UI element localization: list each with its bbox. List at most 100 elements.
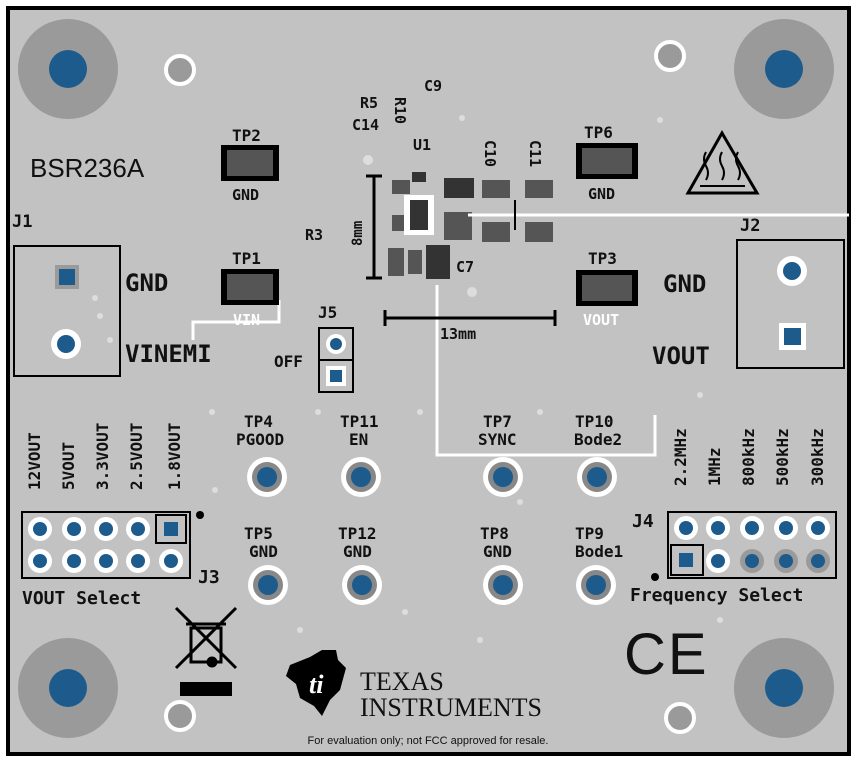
- j2-pin-square: [784, 328, 801, 345]
- crossed-bin-icon: [174, 606, 238, 670]
- svg-text:TP7: TP7: [483, 412, 512, 431]
- j5-off-label: OFF: [274, 352, 303, 371]
- ti-logo-line2: INSTRUMENTS: [360, 693, 542, 722]
- svg-text:PGOOD: PGOOD: [236, 430, 284, 449]
- testpoint-tp6[interactable]: TP6 GND: [576, 123, 638, 203]
- j2-ref: J2: [740, 216, 760, 236]
- ce-mark: CE: [624, 622, 709, 687]
- svg-text:C10: C10: [481, 140, 499, 167]
- svg-text:C14: C14: [352, 116, 379, 134]
- hot-surface-warning-icon: [685, 129, 760, 195]
- svg-text:GND: GND: [249, 542, 278, 561]
- ti-logo-line1: TEXAS: [360, 667, 444, 696]
- mounting-hole-top-right: [734, 19, 834, 119]
- vias: [92, 115, 723, 643]
- j2-pin-round: [783, 262, 801, 280]
- testpoint-tp5[interactable]: TP5 GND: [244, 524, 288, 605]
- svg-text:2.5VOUT: 2.5VOUT: [127, 423, 146, 490]
- svg-text:J5: J5: [318, 303, 337, 322]
- svg-text:GND: GND: [343, 542, 372, 561]
- svg-text:2.2MHz: 2.2MHz: [671, 428, 690, 486]
- svg-text:C7: C7: [456, 258, 474, 276]
- testpoint-tp1[interactable]: TP1 VIN: [221, 249, 279, 329]
- j1-vinemi-label: VINEMI: [125, 340, 212, 368]
- svg-text:8mm: 8mm: [350, 221, 366, 246]
- j1-pin-round: [57, 335, 75, 353]
- weee-bar: [180, 682, 232, 696]
- mounting-hole-bottom-left: [18, 638, 118, 738]
- jumper-j5[interactable]: J5 OFF: [274, 303, 354, 393]
- svg-text:SYNC: SYNC: [478, 430, 517, 449]
- svg-text:Bode2: Bode2: [574, 430, 622, 449]
- svg-text:TP6: TP6: [584, 123, 613, 142]
- svg-text:VOUT: VOUT: [583, 311, 619, 329]
- board-title: BSR236A: [30, 153, 145, 183]
- connector-j2: J2 GND VOUT: [652, 216, 845, 370]
- svg-text:TP4: TP4: [244, 412, 273, 431]
- svg-text:TP11: TP11: [340, 412, 379, 431]
- j2-gnd-label: GND: [663, 270, 706, 298]
- ti-logo: ti TEXAS INSTRUMENTS: [286, 650, 542, 722]
- svg-text:ti: ti: [309, 670, 324, 699]
- testpoint-tp11[interactable]: TP11 EN: [340, 412, 381, 497]
- testpoint-tp9[interactable]: TP9 Bode1: [575, 524, 623, 605]
- dimension-13mm: 13mm: [383, 310, 557, 343]
- svg-text:GND: GND: [483, 542, 512, 561]
- svg-text:TP2: TP2: [232, 126, 261, 145]
- mounting-hole-bottom-right: [734, 638, 834, 738]
- component-labels: C9 R5 R10 C14 U1 R3 C10 C11 C7: [305, 77, 544, 276]
- j3-ref: J3: [198, 567, 220, 588]
- board-footer: For evaluation only; not FCC approved fo…: [308, 735, 549, 747]
- svg-text:TP8: TP8: [480, 524, 509, 543]
- svg-text:3.3VOUT: 3.3VOUT: [93, 423, 112, 490]
- header-j3[interactable]: J3 VOUT Select: [21, 511, 220, 609]
- testpoint-tp8[interactable]: TP8 GND: [480, 524, 523, 605]
- svg-text:EN: EN: [349, 430, 368, 449]
- svg-text:800kHz: 800kHz: [739, 428, 758, 486]
- svg-text:Bode1: Bode1: [575, 542, 623, 561]
- svg-text:R3: R3: [305, 226, 323, 244]
- svg-text:GND: GND: [232, 186, 259, 204]
- svg-text:TP9: TP9: [575, 524, 604, 543]
- j1-pin-square: [59, 269, 75, 285]
- svg-text:R10: R10: [391, 97, 409, 124]
- j2-vout-label: VOUT: [652, 342, 710, 370]
- mounting-hole-top-left: [18, 19, 118, 119]
- j4-ref: J4: [632, 511, 654, 532]
- j1-ref: J1: [12, 212, 32, 232]
- frequency-select-options: 2.2MHz 1MHz 800kHz 500kHz 300kHz: [671, 428, 827, 486]
- testpoint-tp4[interactable]: TP4 PGOOD: [236, 412, 287, 497]
- testpoint-tp7[interactable]: TP7 SYNC: [478, 412, 523, 497]
- svg-text:TP12: TP12: [338, 524, 377, 543]
- board-outline: [6, 6, 851, 756]
- j4-title: Frequency Select: [630, 585, 803, 606]
- header-j4[interactable]: J4 Frequency Select: [630, 511, 837, 606]
- svg-text:C11: C11: [526, 140, 544, 167]
- svg-text:500kHz: 500kHz: [773, 428, 792, 486]
- testpoint-tp2[interactable]: TP2 GND: [221, 126, 279, 204]
- svg-text:1MHz: 1MHz: [705, 447, 724, 486]
- j1-gnd-label: GND: [125, 269, 168, 297]
- svg-text:12VOUT: 12VOUT: [25, 432, 44, 490]
- svg-text:GND: GND: [588, 185, 615, 203]
- small-holes: [164, 40, 696, 734]
- connector-j1: J1 GND VINEMI: [12, 212, 212, 377]
- u1-area-footprints: [388, 172, 570, 279]
- dimension-8mm: 8mm: [350, 174, 382, 280]
- j3-title: VOUT Select: [22, 588, 141, 609]
- svg-text:5VOUT: 5VOUT: [59, 442, 78, 490]
- ti-state-icon: [286, 650, 346, 716]
- svg-text:TP3: TP3: [588, 249, 617, 268]
- testpoint-tp3[interactable]: TP3 VOUT: [576, 249, 638, 329]
- svg-text:C9: C9: [424, 77, 442, 95]
- traces: [191, 213, 849, 457]
- svg-text:1.8VOUT: 1.8VOUT: [165, 423, 184, 490]
- svg-text:TP5: TP5: [244, 524, 273, 543]
- testpoint-tp10[interactable]: TP10 Bode2: [574, 412, 622, 497]
- svg-text:TP10: TP10: [575, 412, 614, 431]
- testpoint-tp12[interactable]: TP12 GND: [338, 524, 382, 605]
- svg-text:TP1: TP1: [232, 249, 261, 268]
- svg-text:U1: U1: [413, 136, 431, 154]
- svg-text:R5: R5: [360, 94, 378, 112]
